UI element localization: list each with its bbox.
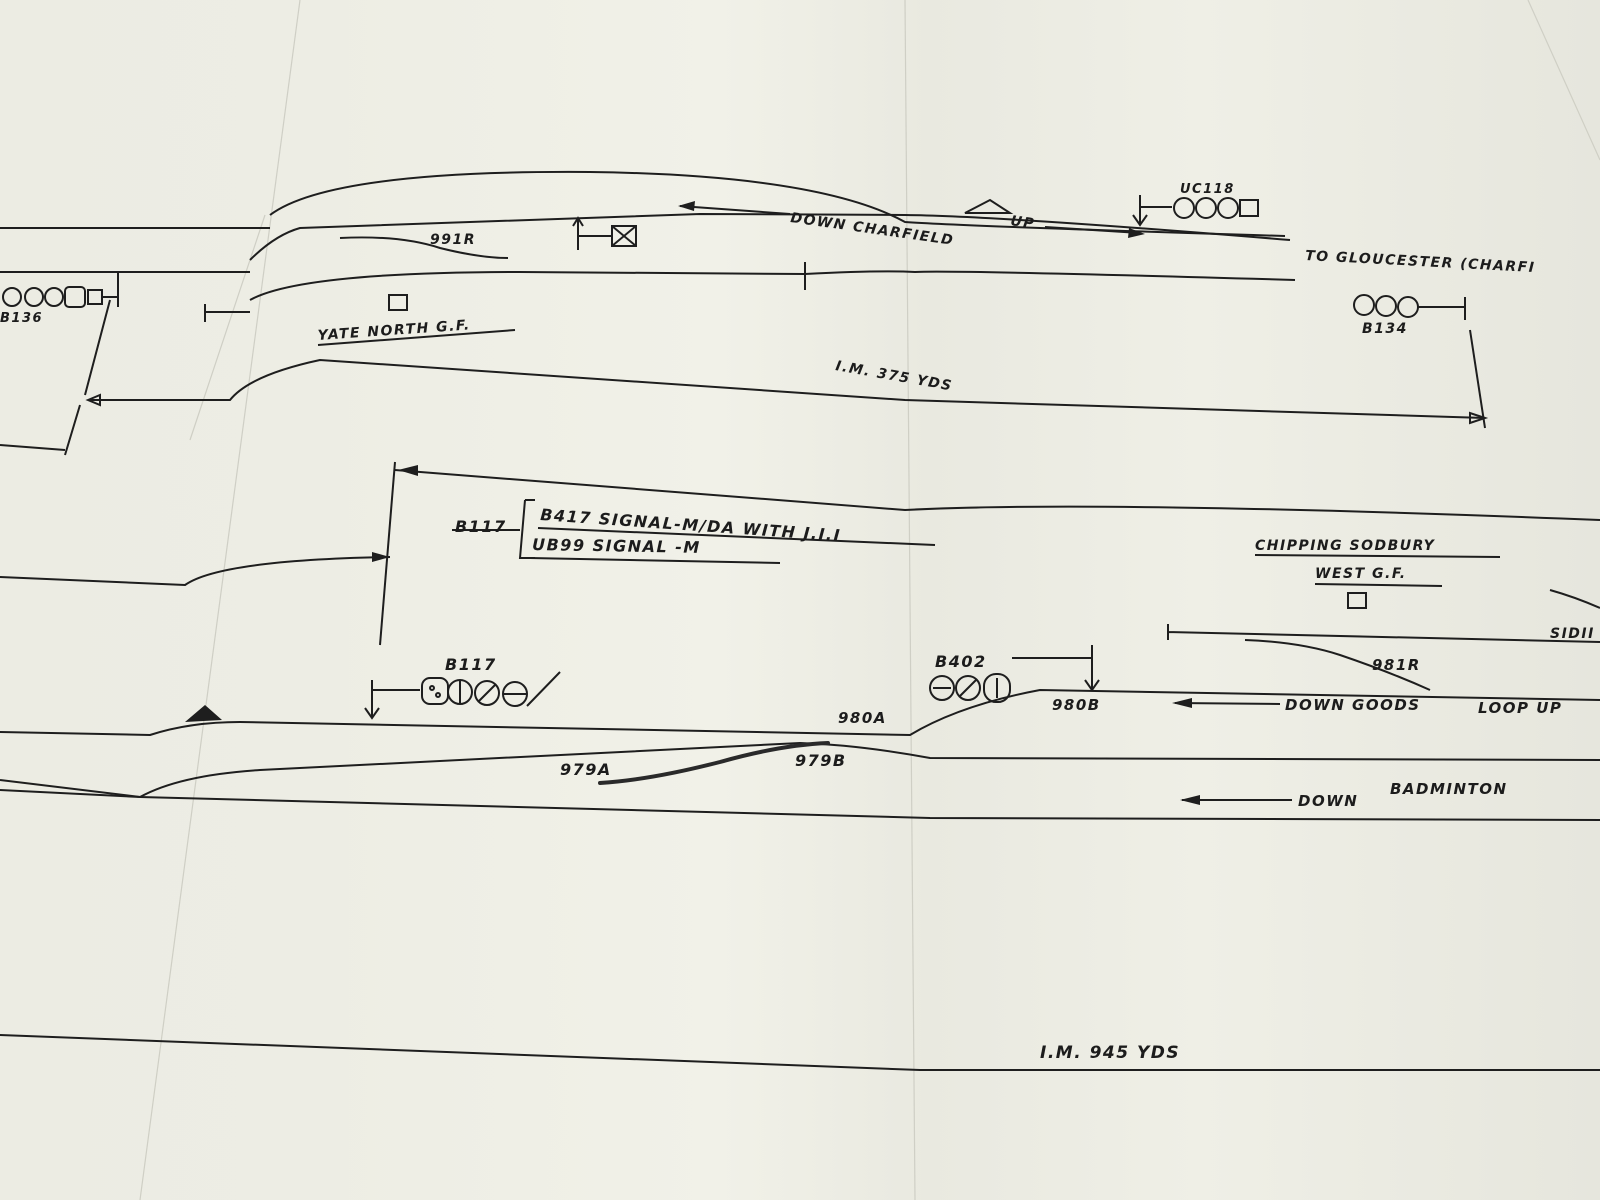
dimension-line-375 [88, 358, 1486, 419]
label-to-gloucester: TO GLOUCESTER (CHARFI [1305, 248, 1536, 276]
track-line [269, 170, 1286, 237]
fold-line [1527, 0, 1600, 161]
signal-post [572, 216, 612, 250]
ground-frame-box [1347, 592, 1367, 609]
arrowhead [1128, 228, 1145, 238]
label-b117-ref: B117 [455, 517, 507, 536]
label-up: UP [1009, 213, 1036, 232]
label-underline [1254, 554, 1501, 558]
track-line-down-main [0, 741, 1600, 799]
label-980b: 980B [1052, 696, 1101, 714]
triangle-marker-icon [964, 198, 1014, 214]
direction-arrow [1044, 226, 1141, 234]
ground-frame-box [388, 294, 408, 311]
track-line [249, 270, 1296, 301]
arrowhead [372, 552, 390, 562]
signal-b402 [929, 645, 1100, 703]
triangle-marker-icon [185, 705, 222, 722]
label-dist-945: I.M. 945 YDS [1040, 1043, 1180, 1063]
crossover-991r [339, 236, 509, 259]
leader-line [379, 461, 396, 646]
label-991r: 991R [430, 232, 476, 248]
label-down-goods: DOWN GOODS [1285, 696, 1421, 714]
buffer-stop [204, 304, 250, 322]
arrowhead [398, 465, 418, 476]
track-line-down-badminton [0, 789, 1600, 821]
arrowhead [1469, 411, 1489, 425]
crossover-981r [1244, 639, 1431, 691]
label-down-badminton: DOWN [1298, 792, 1358, 810]
label-underline [537, 527, 936, 546]
ground-frame-cross-icon [611, 225, 637, 247]
track-line [249, 212, 906, 261]
fold-line [189, 214, 266, 441]
label-981r: 981R [1372, 656, 1421, 674]
dimension-line-945 [0, 1034, 1600, 1071]
track-line [1549, 589, 1600, 609]
siding-line [1167, 624, 1600, 643]
dimension-line [394, 469, 1600, 521]
signal-b117 [364, 671, 561, 720]
label-west-gf: WEST G.F. [1315, 566, 1407, 582]
label-ub99-signal: UB99 SIGNAL -M [532, 535, 701, 557]
arrowhead [1180, 795, 1200, 805]
arrowhead [678, 201, 695, 211]
leader-line [0, 299, 111, 456]
label-underline [529, 557, 781, 564]
fold-line [139, 0, 301, 1200]
label-979a: 979A [560, 760, 612, 779]
label-badminton: BADMINTON [1390, 780, 1508, 798]
track-line [904, 214, 1291, 241]
crossover-979 [598, 741, 830, 785]
arrowhead [1172, 698, 1192, 708]
signal-b136 [2, 272, 119, 308]
direction-arrow [1174, 702, 1281, 705]
label-979b: 979B [795, 751, 847, 770]
track-line-down-goods [0, 688, 1600, 737]
arrowhead [85, 393, 101, 407]
direction-arrow [679, 205, 791, 215]
label-underline [1314, 583, 1443, 587]
label-uc118: UC118 [1180, 182, 1235, 197]
label-b117-signal: B117 [445, 655, 497, 674]
leader-line [1469, 329, 1486, 429]
label-chipping-sodbury: CHIPPING SODBURY [1255, 538, 1436, 554]
label-b134: B134 [1362, 321, 1408, 337]
label-dist-375: I.M. 375 YDS [834, 358, 954, 394]
label-b402: B402 [935, 652, 987, 671]
label-980a: 980A [838, 709, 887, 727]
fold-line [904, 0, 916, 1200]
label-b136: B136 [0, 311, 43, 326]
signal-uc118 [1132, 195, 1259, 227]
label-loop-up: LOOP UP [1478, 699, 1562, 717]
label-underline [317, 329, 516, 346]
ground-frame-box [611, 225, 637, 247]
label-sidings: SIDII [1550, 626, 1595, 642]
leader-line [0, 556, 391, 587]
signal-b134 [1353, 294, 1466, 320]
